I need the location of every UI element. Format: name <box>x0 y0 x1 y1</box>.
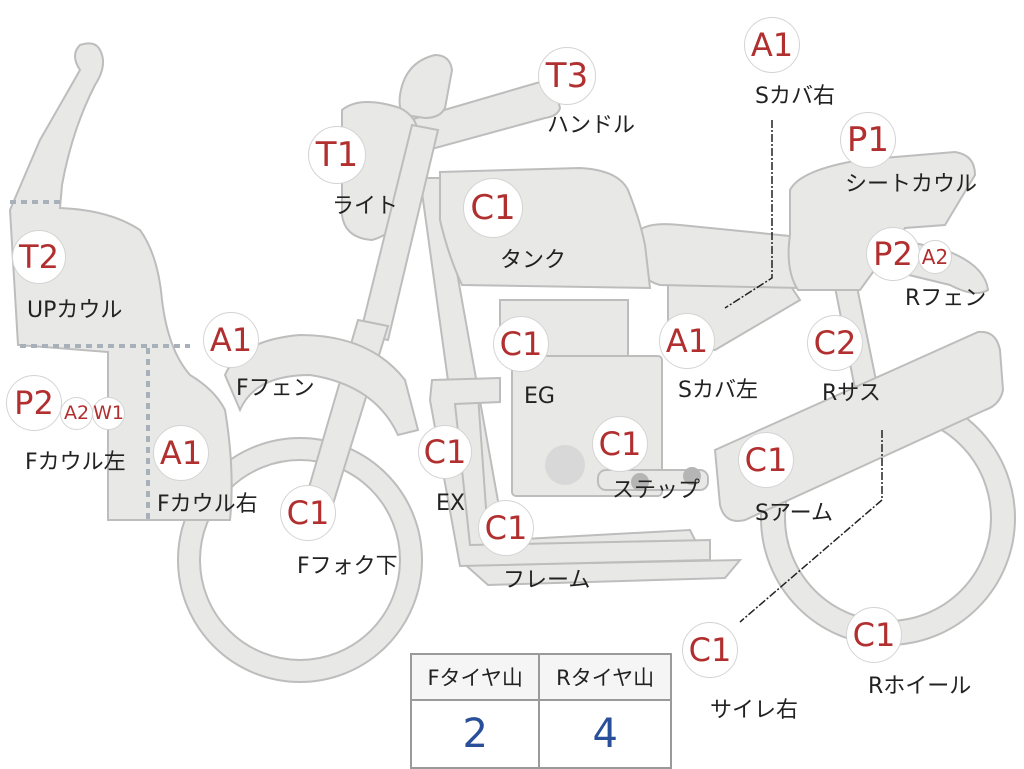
badge-a1-s-cover-right: A1 <box>744 17 800 73</box>
badge-t3: T3 <box>538 47 596 105</box>
step-peg-1 <box>631 473 649 491</box>
badge-w1-front-cowl: W1 <box>92 397 125 430</box>
label-rear-suspension: Rサス <box>822 381 881 406</box>
badge-a2-front-cowl: A2 <box>60 397 93 430</box>
label-rear-wheel: Rホイール <box>868 674 972 699</box>
badge-t1: T1 <box>308 126 366 184</box>
front-cowl <box>8 42 233 521</box>
front-tire-value: 2 <box>409 699 541 769</box>
rear-tire-value: 4 <box>538 699 672 769</box>
badge-p1: P1 <box>840 112 896 168</box>
label-exhaust: EX <box>436 491 465 516</box>
label-frame: フレーム <box>503 568 591 593</box>
seat-cowl <box>787 150 977 291</box>
engine-cover <box>545 445 585 485</box>
label-front-cowl-left: Fカウル左 <box>25 450 126 475</box>
label-engine: EG <box>524 384 555 409</box>
badge-c2: C2 <box>807 315 863 371</box>
tire-tread-table: Fタイヤ山 Rタイヤ山 2 4 <box>409 653 672 769</box>
badge-c1-exhaust: C1 <box>418 425 472 479</box>
label-seat-cowl: シートカウル <box>845 172 978 197</box>
badge-c1-muffler-right: C1 <box>682 622 738 678</box>
badge-c1-swingarm: C1 <box>738 432 794 488</box>
badge-a2-rear-fender: A2 <box>918 240 952 274</box>
badge-c1-engine: C1 <box>493 316 549 372</box>
front-fork-upper <box>358 123 440 342</box>
badge-p2-front-cowl: P2 <box>6 375 62 431</box>
label-muffler-right: サイレ右 <box>710 698 799 723</box>
front-wheel-inner <box>199 459 401 661</box>
label-front-fender: Fフェン <box>236 376 315 401</box>
badge-c1-front-fork: C1 <box>280 485 336 541</box>
badge-c1-frame: C1 <box>478 500 534 556</box>
badge-t2: T2 <box>12 230 66 284</box>
rear-tire-header: Rタイヤ山 <box>538 653 672 701</box>
label-step: ステップ <box>612 478 701 503</box>
label-handlebar: ハンドル <box>547 113 636 138</box>
label-rear-fender: Rフェン <box>905 286 987 311</box>
label-front-cowl-right: Fカウル右 <box>157 492 258 517</box>
label-light: ライト <box>332 194 399 219</box>
front-fender <box>223 333 420 437</box>
label-tank: タンク <box>500 248 567 273</box>
badge-c1-rear-wheel: C1 <box>846 607 902 663</box>
mirror <box>398 53 454 120</box>
badge-p2-rear-fender: P2 <box>866 227 920 281</box>
badge-c1-step: C1 <box>592 416 648 472</box>
badge-c1-tank: C1 <box>463 178 523 238</box>
front-tire-header: Fタイヤ山 <box>409 653 541 701</box>
badge-a1-front-cowl-right: A1 <box>153 425 209 481</box>
leader-line-s-cover-right <box>724 120 773 309</box>
exhaust-pipe <box>428 376 711 568</box>
label-front-fork-lower: Fフォク下 <box>297 554 398 579</box>
label-s-cover-right: Sカバ右 <box>755 84 835 109</box>
label-s-cover-left: Sカバ左 <box>678 378 758 403</box>
step-peg-2 <box>683 467 701 485</box>
leader-line-muffler-right <box>739 430 883 623</box>
badge-a1-front-fender: A1 <box>203 312 259 368</box>
label-up-cowl: UPカウル <box>27 298 123 323</box>
badge-a1-s-cover-left: A1 <box>659 313 715 369</box>
step-bar <box>597 469 709 491</box>
label-swingarm: Sアーム <box>755 501 833 526</box>
